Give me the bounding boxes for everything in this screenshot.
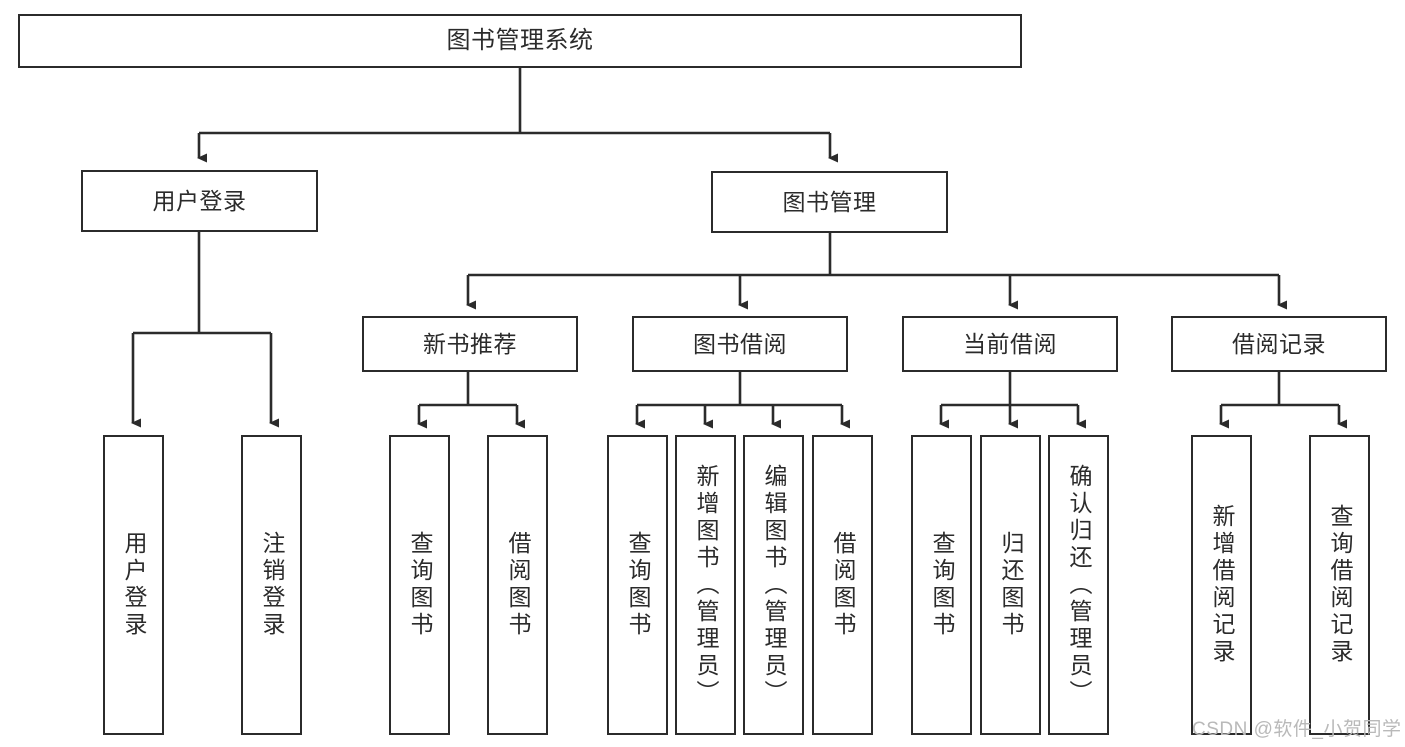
leaf-borrow-records-add-record[interactable]: 新增借阅记录 bbox=[1191, 435, 1252, 735]
node-label: 图书借阅 bbox=[693, 330, 787, 357]
leaf-user-login-logout[interactable]: 注销登录 bbox=[241, 435, 302, 735]
node-label: 新增图书（管理员） bbox=[693, 463, 719, 707]
node-label: 图书管理 bbox=[782, 188, 877, 215]
leaf-borrow-records-query-record[interactable]: 查询借阅记录 bbox=[1309, 435, 1370, 735]
leaf-current-borrow-confirm-return-admin[interactable]: 确认归还（管理员） bbox=[1048, 435, 1109, 735]
node-borrow-records[interactable]: 借阅记录 bbox=[1171, 316, 1387, 372]
node-label: 注销登录 bbox=[259, 531, 285, 639]
leaf-new-book-borrow-book[interactable]: 借阅图书 bbox=[487, 435, 548, 735]
node-label: 用户登录 bbox=[121, 531, 147, 639]
node-label: 新书推荐 bbox=[423, 330, 517, 357]
node-book-borrow[interactable]: 图书借阅 bbox=[632, 316, 848, 372]
leaf-current-borrow-query-book[interactable]: 查询图书 bbox=[911, 435, 972, 735]
node-label: 借阅图书 bbox=[505, 531, 531, 639]
node-root-book-management-system[interactable]: 图书管理系统 bbox=[18, 14, 1022, 68]
csdn-watermark: CSDN @软件_小贺同学 bbox=[1192, 719, 1402, 740]
leaf-book-borrow-borrow-book[interactable]: 借阅图书 bbox=[812, 435, 873, 735]
node-label: 确认归还（管理员） bbox=[1066, 463, 1092, 707]
node-label: 查询图书 bbox=[625, 531, 651, 639]
node-label: 查询图书 bbox=[929, 531, 955, 639]
node-book-management[interactable]: 图书管理 bbox=[711, 171, 948, 233]
leaf-new-book-query-book[interactable]: 查询图书 bbox=[389, 435, 450, 735]
node-label: 借阅图书 bbox=[830, 531, 856, 639]
node-label: 查询图书 bbox=[407, 531, 433, 639]
node-label: 借阅记录 bbox=[1232, 330, 1326, 357]
leaf-current-borrow-return-book[interactable]: 归还图书 bbox=[980, 435, 1041, 735]
node-label: 查询借阅记录 bbox=[1327, 504, 1353, 666]
node-label: 当前借阅 bbox=[963, 330, 1057, 357]
node-current-borrow[interactable]: 当前借阅 bbox=[902, 316, 1118, 372]
node-label: 编辑图书（管理员） bbox=[761, 463, 787, 707]
leaf-book-borrow-query-book[interactable]: 查询图书 bbox=[607, 435, 668, 735]
node-user-login[interactable]: 用户登录 bbox=[81, 170, 318, 232]
node-label: 图书管理系统 bbox=[446, 27, 594, 55]
node-label: 归还图书 bbox=[998, 531, 1024, 639]
leaf-book-borrow-edit-book-admin[interactable]: 编辑图书（管理员） bbox=[743, 435, 804, 735]
leaf-user-login-login[interactable]: 用户登录 bbox=[103, 435, 164, 735]
node-label: 新增借阅记录 bbox=[1209, 504, 1235, 666]
leaf-book-borrow-add-book-admin[interactable]: 新增图书（管理员） bbox=[675, 435, 736, 735]
node-label: 用户登录 bbox=[152, 187, 247, 214]
node-new-book-recommend[interactable]: 新书推荐 bbox=[362, 316, 578, 372]
